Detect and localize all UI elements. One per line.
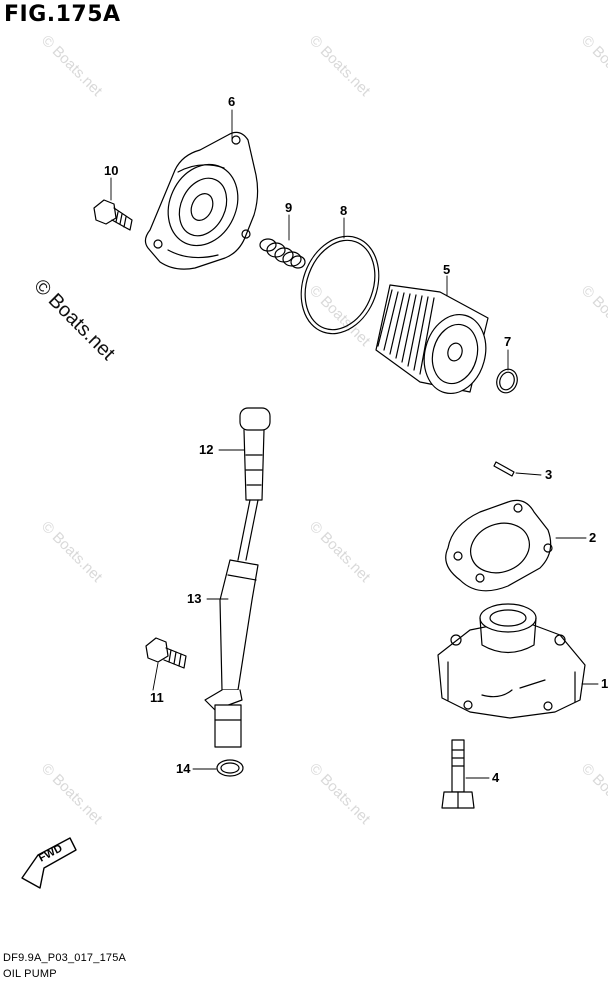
- diagram-caption: OIL PUMP: [3, 968, 57, 980]
- callout-part-9: 9: [285, 200, 293, 215]
- oil-pipe-fitting: [237, 407, 271, 561]
- strainer-o-ring: [216, 759, 244, 777]
- callout-part-7: 7: [504, 334, 512, 349]
- callout-part-11: 11: [150, 690, 164, 705]
- large-o-ring: [300, 235, 380, 335]
- figure-title: FIG.175A: [4, 2, 121, 27]
- pump-gasket: [445, 499, 553, 592]
- callout-part-14: 14: [176, 761, 191, 776]
- fwd-direction-badge: FWD: [21, 837, 77, 889]
- callout-part-12: 12: [199, 442, 214, 457]
- callout-part-8: 8: [340, 203, 348, 218]
- bolt-lower: [145, 637, 187, 669]
- callout-part-13: 13: [187, 591, 202, 606]
- leader-lines: [110, 109, 599, 779]
- callout-part-4: 4: [492, 770, 500, 785]
- callout-part-3: 3: [545, 467, 553, 482]
- oil-filter: [375, 284, 489, 395]
- callout-part-6: 6: [228, 94, 236, 109]
- small-o-ring: [496, 368, 518, 394]
- pump-cover: [144, 131, 259, 270]
- pump-bolt: [441, 739, 475, 809]
- dowel-pin: [493, 461, 515, 477]
- diagram-code: DF9.9A_P03_017_175A: [3, 952, 127, 964]
- callout-part-10: 10: [104, 163, 119, 178]
- callout-part-5: 5: [443, 262, 451, 277]
- oil-strainer-tube: [204, 559, 259, 748]
- bolt-upper: [93, 199, 133, 231]
- oil-pump-body: [437, 603, 586, 719]
- callout-part-2: 2: [589, 530, 597, 545]
- callout-part-1: 1: [601, 676, 608, 691]
- relief-spring: [259, 238, 306, 269]
